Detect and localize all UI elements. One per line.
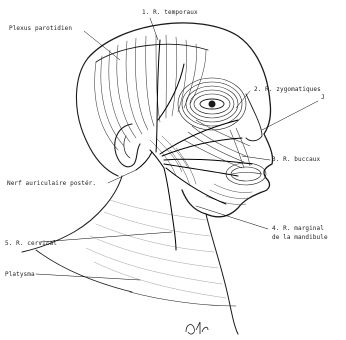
scalp-outline <box>76 58 118 176</box>
label-temporaux: 1. R. temporaux <box>142 9 198 16</box>
nerve-zygomatic <box>160 120 238 154</box>
clavicle-curve <box>130 292 236 306</box>
label-plexus-parotidien: Plexus parotidien <box>9 25 72 32</box>
nose <box>246 94 262 141</box>
label-zygomatiques: 2. R. zygomatiques <box>254 86 321 93</box>
label-buccaux: 3. R. buccaux <box>272 156 320 163</box>
nerve-auricular <box>136 152 152 170</box>
nerve-zygomatic-2 <box>162 138 242 156</box>
ear-inner <box>124 136 130 158</box>
nerve-cervical-2 <box>172 214 176 250</box>
orbicularis-oris <box>226 163 266 185</box>
nerve-cervical <box>164 168 172 214</box>
nerve-temporal-2 <box>158 64 184 120</box>
neck-front <box>206 214 238 334</box>
ear <box>115 124 140 167</box>
platysma-fibers <box>86 200 226 298</box>
nerve-temporal <box>156 40 160 152</box>
signature <box>186 322 208 334</box>
label-marginal-mandibule: de la mandibule <box>272 234 328 241</box>
label-nerf-auriculaire: Nerf auriculaire postér. <box>7 180 96 187</box>
temporal-edge <box>96 44 208 62</box>
shoulder-line <box>36 250 132 292</box>
label-platysma: Platysma <box>5 271 35 278</box>
pupil <box>209 101 215 107</box>
label-cervical: 5. R. cervical <box>5 240 57 247</box>
label-marginal: 4. R. marginal <box>272 225 324 232</box>
label-zygomatiques-mark: J <box>321 94 325 101</box>
